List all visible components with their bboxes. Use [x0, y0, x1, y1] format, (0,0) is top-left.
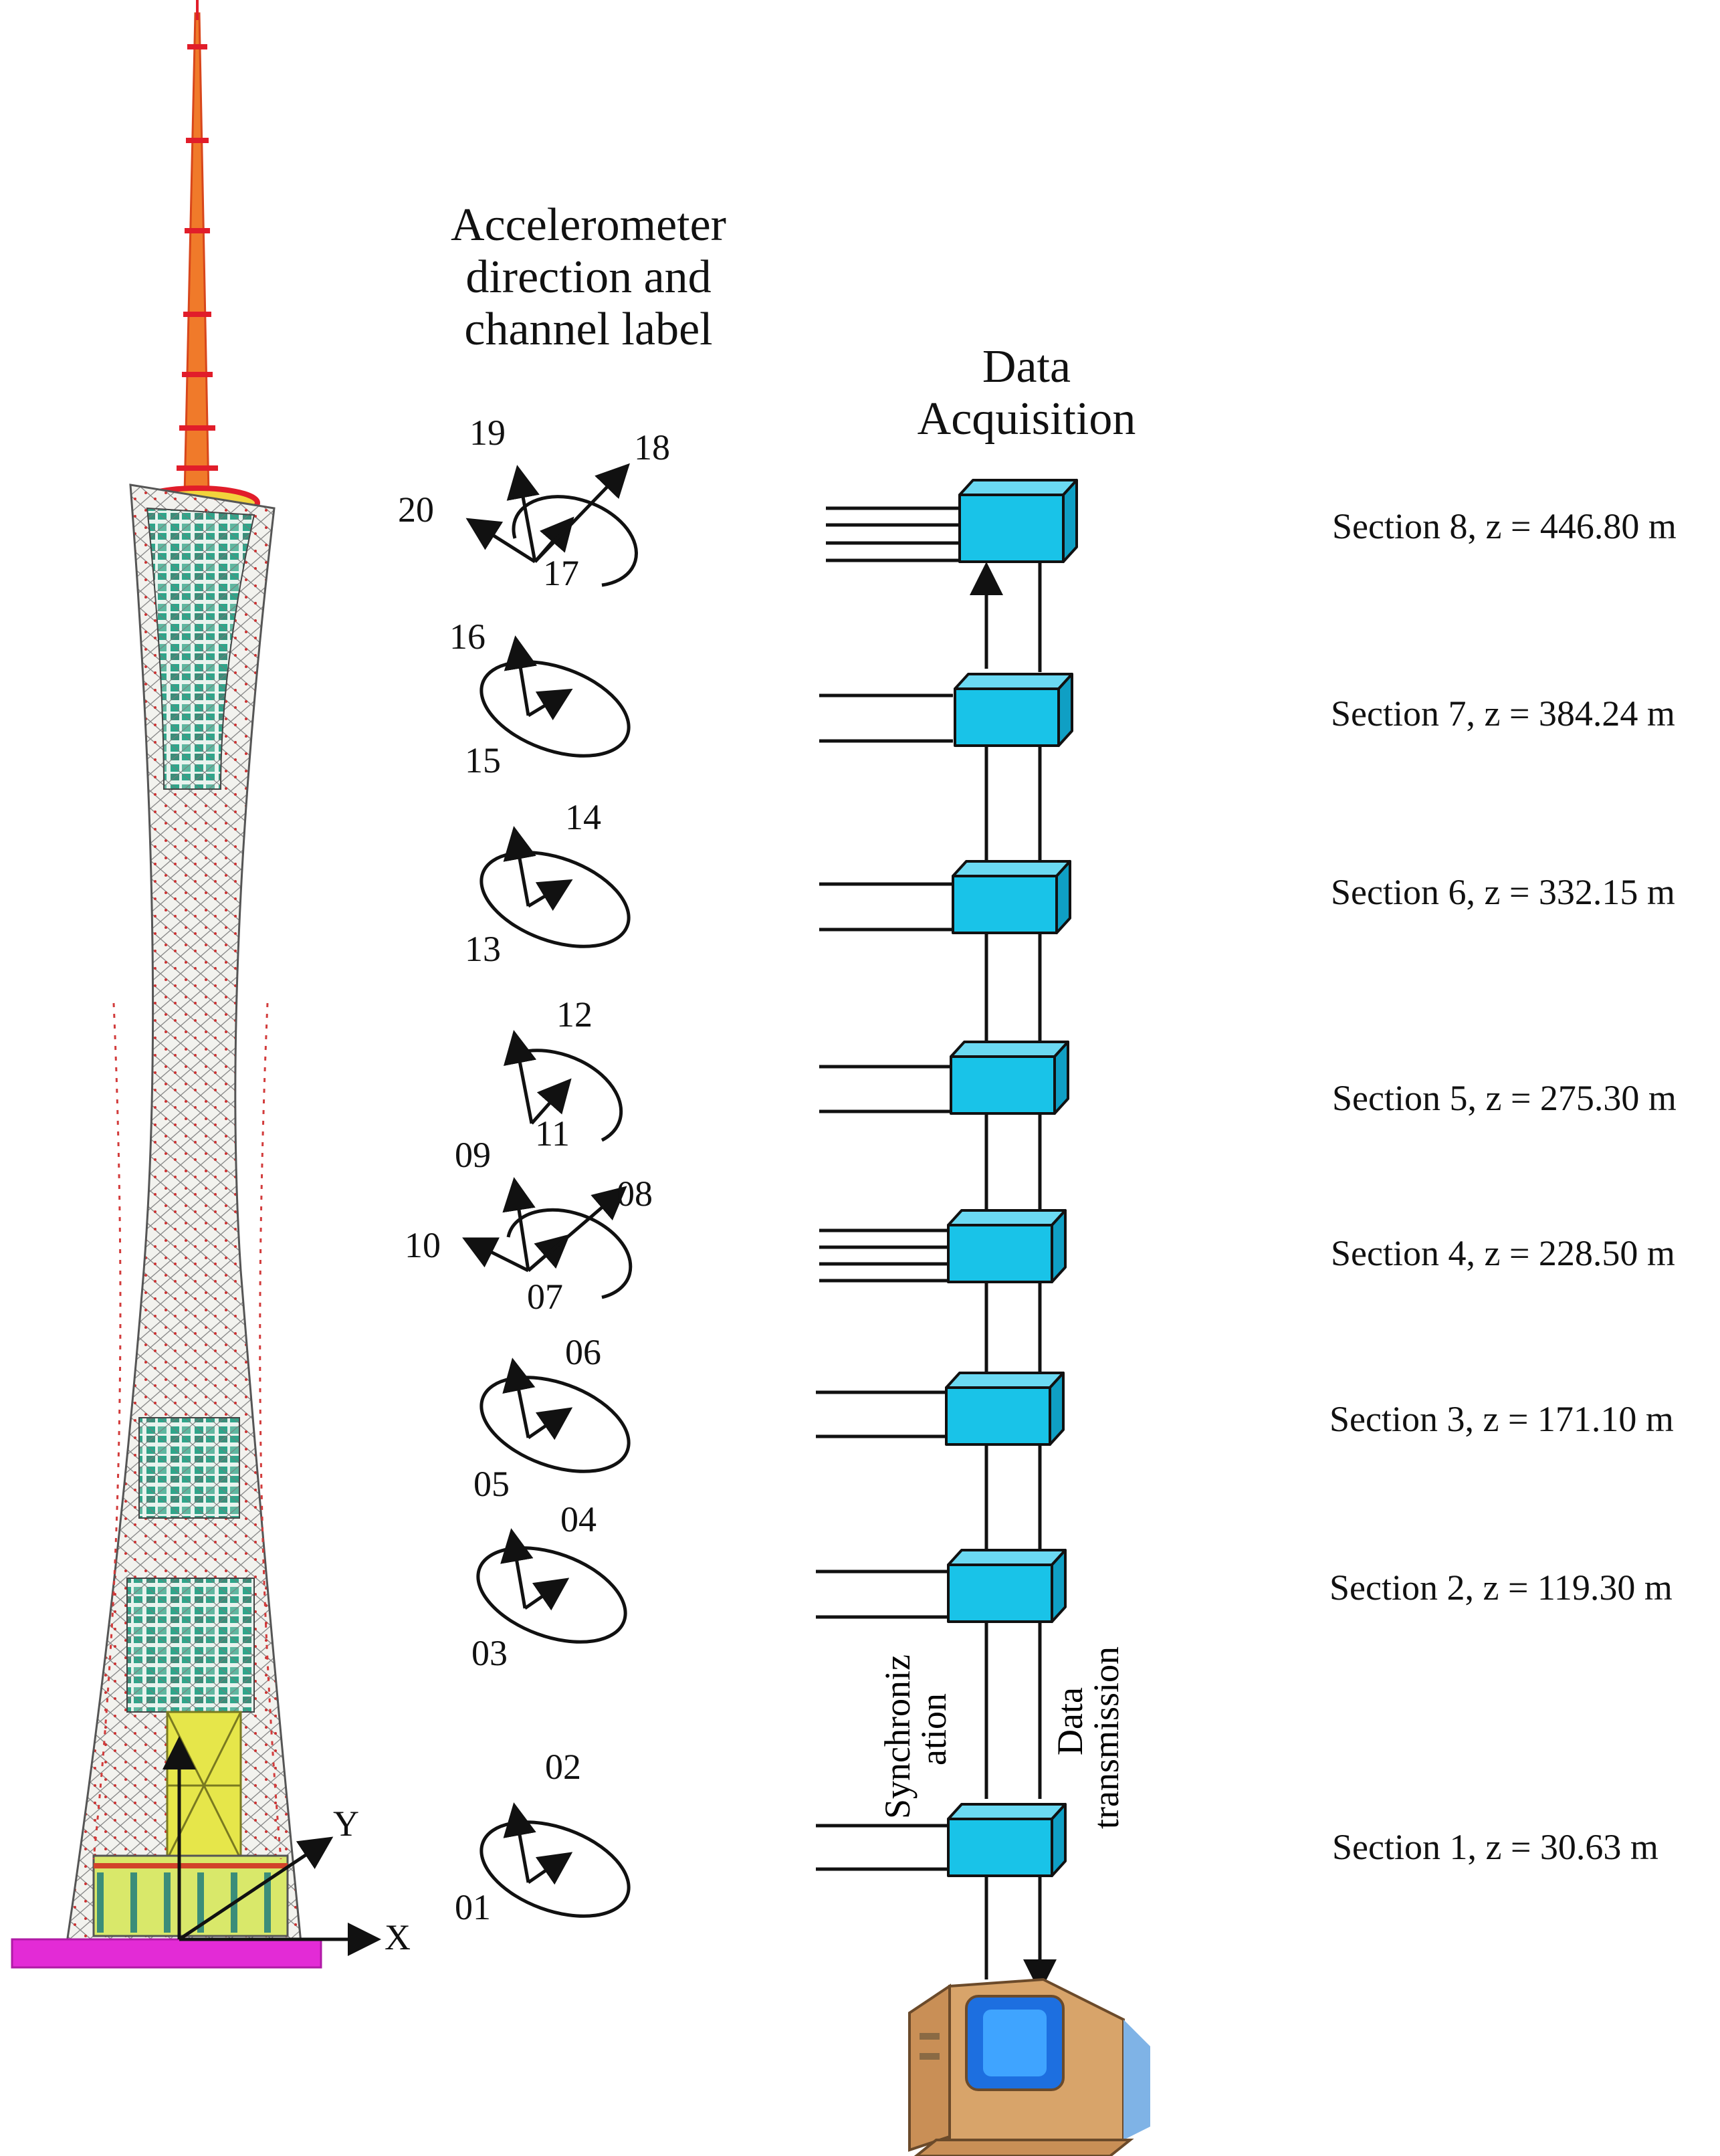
- section-label-5: Section 5, z = 275.30 m: [1332, 1078, 1677, 1118]
- daq-box-s1: [947, 1803, 1067, 1877]
- daq-box-s2: [947, 1549, 1067, 1623]
- mast-rings: [177, 44, 218, 471]
- channel-label-06: 06: [565, 1332, 601, 1372]
- daq-box-s4: [947, 1209, 1067, 1283]
- section-label-2: Section 2, z = 119.30 m: [1329, 1568, 1673, 1608]
- daq-box-s6: [952, 860, 1071, 934]
- channel-label-13: 13: [465, 929, 501, 969]
- sync-label-line-2: ation: [913, 1693, 954, 1765]
- coordinate-axes: [163, 1736, 381, 1956]
- accelerometer-header-line-2: direction and: [465, 251, 712, 303]
- section-label-4: Section 4, z = 228.50 m: [1331, 1233, 1675, 1273]
- channel-label-14: 14: [565, 797, 601, 837]
- channel-label-18: 18: [634, 427, 670, 467]
- input-lines-s8: [826, 506, 960, 562]
- channel-label-11: 11: [535, 1113, 570, 1154]
- channel-label-07: 07: [527, 1277, 563, 1317]
- data-transmission-label: Data transmission: [1050, 1646, 1126, 1829]
- section-label-3: Section 3, z = 171.10 m: [1329, 1399, 1674, 1439]
- accelerometer-header-line-3: channel label: [464, 304, 713, 355]
- channel-label-04: 04: [560, 1499, 597, 1539]
- computer-icon: [908, 1977, 1150, 2156]
- channel-label-03: 03: [471, 1633, 508, 1673]
- daq-boxes: [945, 479, 1078, 1877]
- data-acquisition-header-line-2: Acquisition: [917, 393, 1136, 445]
- daq-box-s3: [945, 1372, 1065, 1446]
- section-label-8: Section 8, z = 446.80 m: [1332, 506, 1677, 546]
- data-acquisition-header: Data Acquisition: [893, 341, 1160, 445]
- tower-base: [11, 1938, 322, 1969]
- channel-label-09: 09: [455, 1135, 491, 1175]
- tower-mast: [183, 12, 210, 496]
- channel-label-15: 15: [465, 740, 501, 780]
- channel-label-02: 02: [545, 1747, 581, 1787]
- daq-box-s5: [950, 1041, 1069, 1115]
- accelerometer-header-line-1: Accelerometer: [451, 199, 726, 251]
- axis-x-label: X: [385, 1917, 411, 1957]
- channel-label-10: 10: [405, 1225, 441, 1265]
- data-transmission-label-line-2: transmission: [1086, 1646, 1126, 1829]
- tower-illustration: [11, 0, 322, 1969]
- section-label-7: Section 7, z = 384.24 m: [1331, 693, 1675, 734]
- channel-label-08: 08: [617, 1174, 653, 1214]
- bus-lines: [816, 506, 1057, 1993]
- sensor-glyphs: [462, 463, 638, 1918]
- axis-y-label: Y: [333, 1804, 359, 1844]
- channel-label-12: 12: [556, 994, 593, 1035]
- channel-label-16: 16: [449, 617, 486, 657]
- channel-label-20: 20: [398, 490, 434, 530]
- data-acquisition-header-line-1: Data: [982, 341, 1071, 393]
- sync-label: Synchroniz ation: [877, 1654, 954, 1819]
- section-label-1: Section 1, z = 30.63 m: [1332, 1827, 1658, 1867]
- daq-box-s7: [954, 673, 1073, 747]
- data-transmission-label-line-1: Data: [1050, 1687, 1090, 1755]
- channel-label-01: 01: [455, 1887, 491, 1927]
- channel-label-19: 19: [469, 413, 506, 453]
- section-label-6: Section 6, z = 332.15 m: [1331, 872, 1675, 912]
- daq-box-s8: [958, 479, 1078, 563]
- channel-label-17: 17: [543, 553, 579, 593]
- channel-label-05: 05: [473, 1464, 510, 1504]
- sync-label-line-1: Synchroniz: [877, 1654, 918, 1819]
- accelerometer-header: Accelerometer direction and channel labe…: [438, 199, 739, 356]
